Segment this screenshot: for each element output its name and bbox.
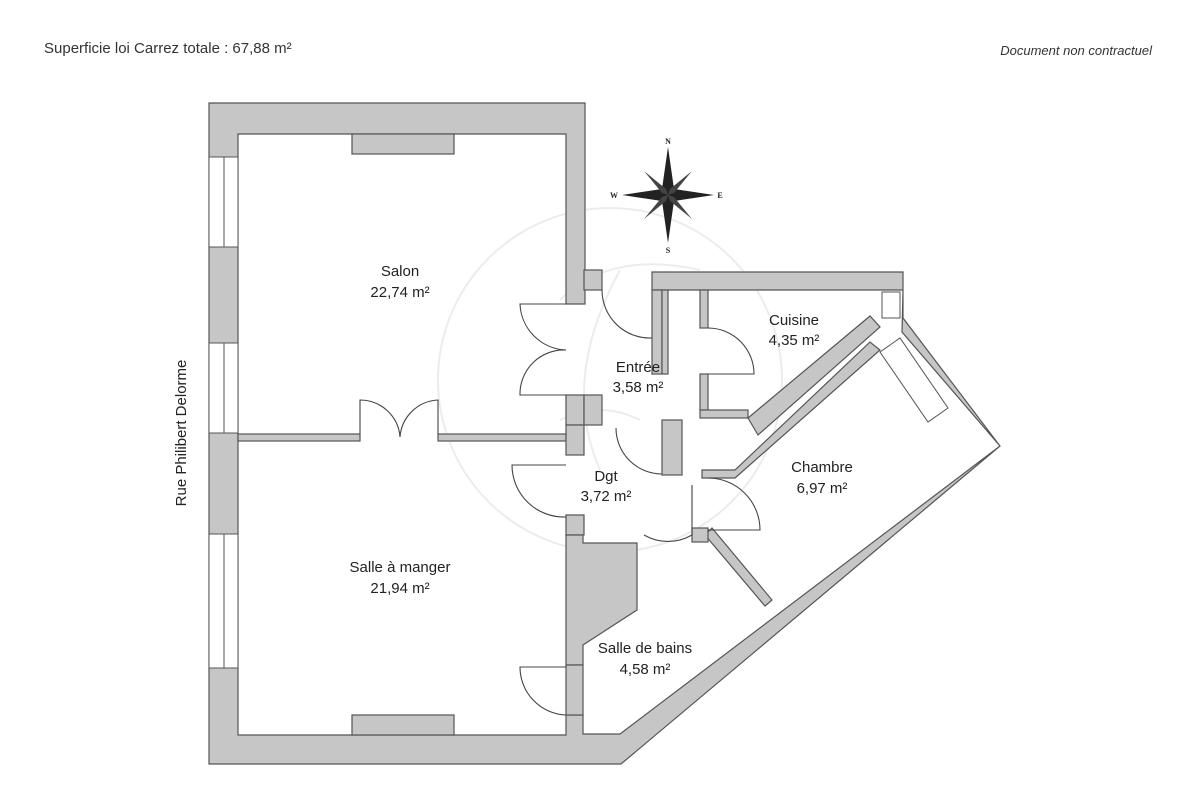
room-dgt: Dgt 3,72 m²: [581, 468, 632, 505]
compass-rose-icon: N S E W: [610, 137, 723, 255]
compass-east: E: [717, 191, 722, 200]
room-area: 4,58 m²: [620, 661, 671, 678]
room-salon: Salon 22,74 m²: [370, 263, 429, 301]
room-salle-a-manger: Salle à manger 21,94 m²: [350, 559, 451, 597]
facade-windows: [208, 156, 949, 669]
room-area: 6,97 m²: [797, 480, 848, 497]
room-area: 3,58 m²: [613, 379, 664, 396]
room-name: Cuisine: [769, 312, 819, 329]
room-name: Salon: [381, 263, 419, 280]
walls: [208, 102, 1001, 765]
doors: [359, 289, 761, 716]
room-salle-de-bains: Salle de bains 4,58 m²: [598, 640, 692, 678]
compass-south: S: [666, 246, 671, 255]
room-area: 21,94 m²: [370, 580, 429, 597]
disclaimer-label: Document non contractuel: [1000, 43, 1152, 58]
room-name: Salle de bains: [598, 640, 692, 657]
compass-west: W: [610, 191, 618, 200]
total-area-label: Superficie loi Carrez totale : 67,88 m²: [44, 40, 292, 57]
room-area: 4,35 m²: [769, 332, 820, 349]
room-chambre: Chambre 6,97 m²: [791, 459, 853, 497]
room-cuisine: Cuisine 4,35 m²: [769, 312, 820, 349]
room-name: Chambre: [791, 459, 853, 476]
street-label: Rue Philibert Delorme: [173, 360, 190, 507]
room-name: Entrée: [616, 359, 660, 376]
compass-north: N: [665, 137, 671, 146]
room-name: Salle à manger: [350, 559, 451, 576]
room-name: Dgt: [594, 468, 618, 485]
room-entree: Entrée 3,58 m²: [613, 359, 664, 396]
room-area: 22,74 m²: [370, 284, 429, 301]
room-area: 3,72 m²: [581, 488, 632, 505]
